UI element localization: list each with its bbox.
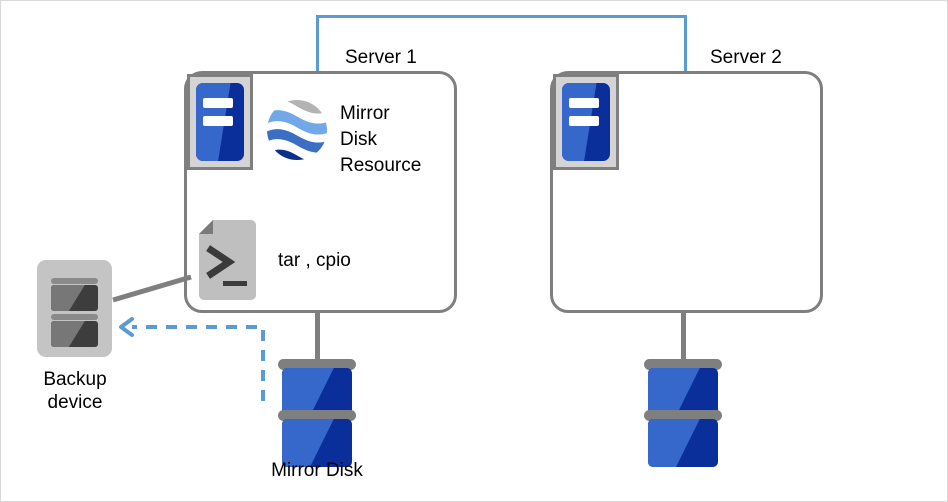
mirror-disk-caption: Mirror Disk (271, 460, 363, 481)
server-1-disk-link (315, 313, 320, 361)
backup-device-icon (37, 260, 112, 357)
server-1-label: Server 1 (345, 47, 417, 68)
server-2-label: Server 2 (710, 47, 782, 68)
globe-icon (266, 99, 328, 161)
backup-device-caption: Backup device (43, 369, 107, 414)
tar-cpio-label: tar , cpio (278, 250, 351, 271)
server-interconnect-link (316, 15, 687, 73)
mirror-disk-resource-label: Mirror Disk Resource (340, 103, 422, 177)
server-chassis-icon-2 (553, 74, 619, 170)
disk-stack-icon-server-2 (644, 359, 722, 467)
server-2-disk-link (681, 313, 686, 361)
script-document-icon (199, 220, 265, 300)
server-chassis-icon (187, 74, 253, 170)
disk-stack-icon-server-1 (278, 359, 356, 467)
